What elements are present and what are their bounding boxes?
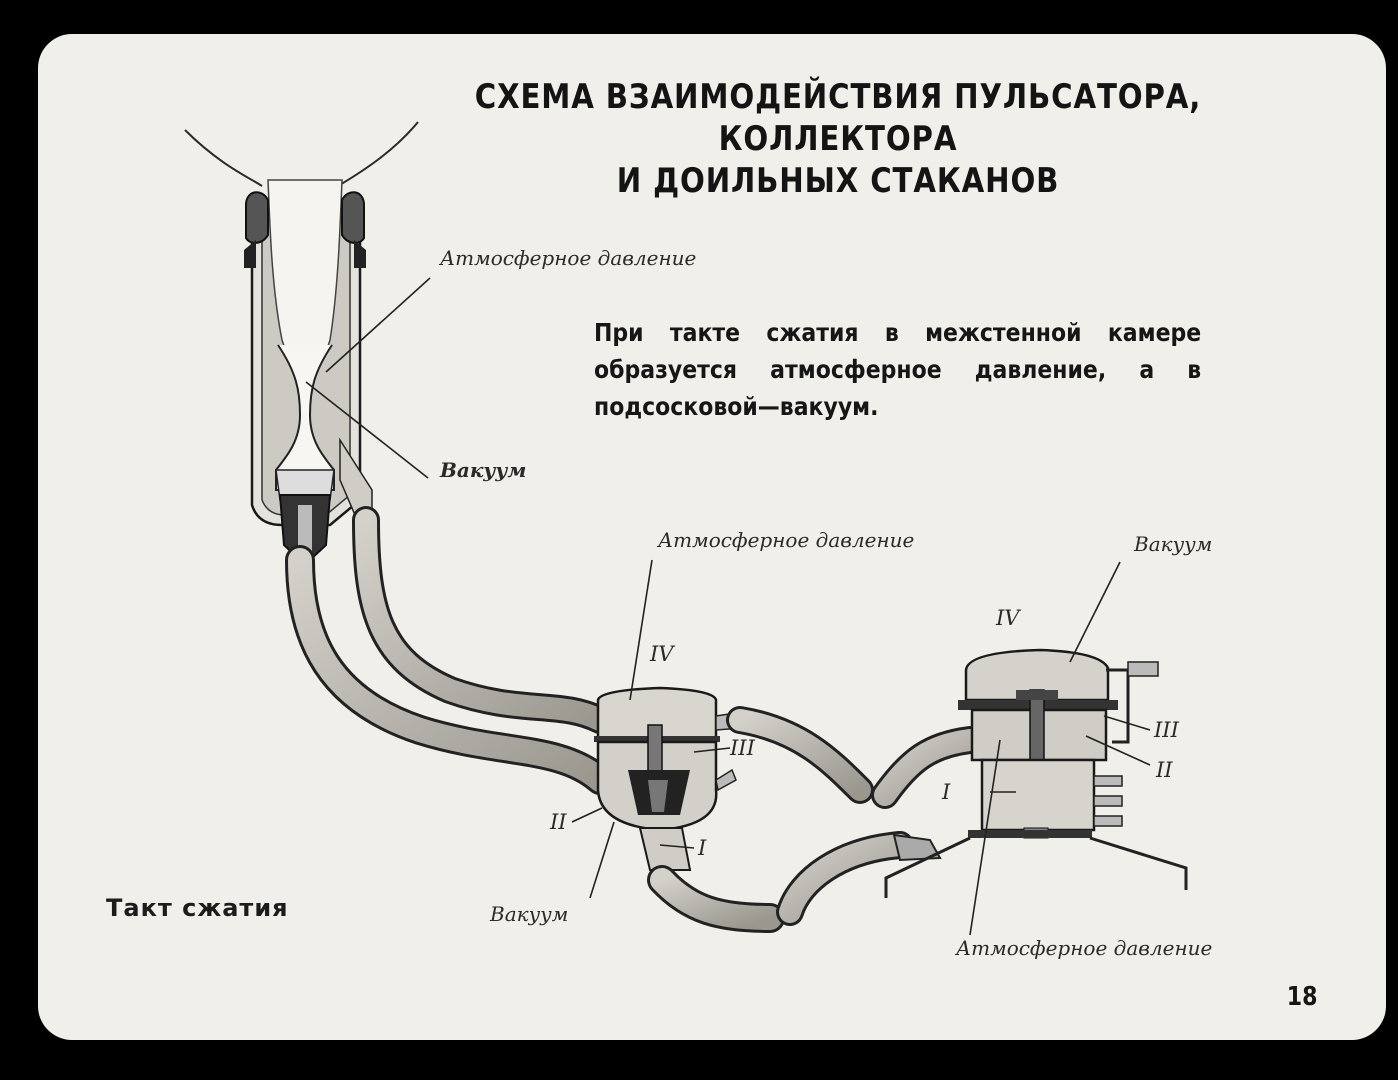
pulsator-chamber-iii: III <box>1154 718 1179 742</box>
udder-outline <box>184 129 263 187</box>
label-cup-vacuum: Вакуум <box>440 458 527 482</box>
pulsator-chamber-ii: II <box>1156 758 1173 782</box>
label-cup-atmospheric: Атмосферное давление <box>440 246 697 270</box>
slide-title: СХЕМА ВЗАИМОДЕЙСТВИЯ ПУЛЬСАТОРА, КОЛЛЕКТ… <box>408 76 1268 202</box>
collector-chamber-i: I <box>698 836 707 860</box>
collector-chamber-iv: IV <box>650 642 674 666</box>
collector-chamber-ii: II <box>550 810 567 834</box>
label-pulsator-atmospheric: Атмосферное давление <box>956 936 1213 960</box>
pulsator <box>884 648 1188 898</box>
leader-lines <box>305 277 1151 936</box>
slide: СХЕМА ВЗАИМОДЕЙСТВИЯ ПУЛЬСАТОРА, КОЛЛЕКТ… <box>38 34 1386 1040</box>
caption-compression-stroke: Такт сжатия <box>106 894 289 922</box>
title-line-1: СХЕМА ВЗАИМОДЕЙСТВИЯ ПУЛЬСАТОРА, КОЛЛЕКТ… <box>474 77 1202 159</box>
milking-diagram <box>184 121 1188 936</box>
udder-outline-right <box>337 121 419 187</box>
pulsator-chamber-i: I <box>942 780 951 804</box>
collector-chamber-iii: III <box>730 736 755 760</box>
label-pulsator-vacuum: Вакуум <box>1134 532 1213 556</box>
teat-cup <box>244 179 373 561</box>
title-line-2: И ДОИЛЬНЫХ СТАКАНОВ <box>616 161 1060 201</box>
label-collector-atmospheric: Атмосферное давление <box>658 528 915 552</box>
page-number: 18 <box>1286 982 1318 1012</box>
label-collector-vacuum: Вакуум <box>490 902 569 926</box>
pulsator-chamber-iv: IV <box>996 606 1020 630</box>
collector <box>594 686 743 871</box>
description-text: При такте сжатия в межстенной камере обр… <box>594 318 1202 421</box>
